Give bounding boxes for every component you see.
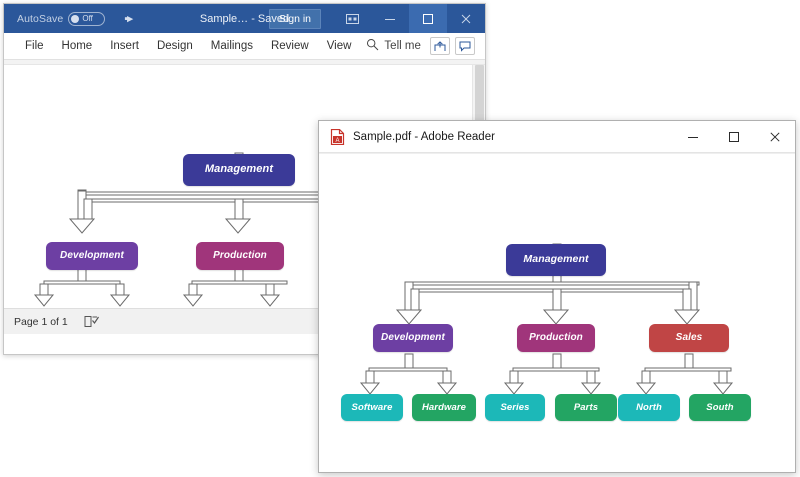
ribbon-tab-review[interactable]: Review (270, 40, 309, 52)
pdf-title-bar[interactable]: A Sample.pdf - Adobe Reader (319, 121, 795, 153)
chart-node-hardware[interactable]: Hardware (412, 394, 476, 421)
chart-node-development[interactable]: Development (46, 242, 138, 270)
autosave-state-label: Off (82, 14, 93, 23)
ribbon-tab-insert[interactable]: Insert (110, 40, 139, 52)
pdf-window-buttons (672, 121, 795, 153)
close-icon[interactable] (447, 4, 485, 33)
ribbon-tab-design[interactable]: Design (156, 40, 193, 52)
word-title-bar[interactable]: AutoSave Off ▪▸ Sample… - Saved Sign in (4, 4, 485, 33)
tell-me-label: Tell me (384, 40, 421, 52)
autosave-toggle-knob (71, 14, 80, 23)
autosave-control[interactable]: AutoSave Off (17, 11, 106, 26)
pdf-window-title: Sample.pdf - Adobe Reader (353, 130, 495, 143)
word-page: Management Development Production Sales … (4, 65, 485, 308)
pdf-org-chart (359, 243, 734, 395)
more-commands-icon[interactable]: ▪▸ (124, 13, 132, 25)
adobe-pdf-icon: A (330, 128, 345, 145)
comments-icon[interactable] (455, 37, 475, 55)
chart-node-sales[interactable]: Sales (649, 324, 729, 352)
chart-node-production[interactable]: Production (517, 324, 595, 352)
chart-node-series[interactable]: Series (485, 394, 545, 421)
word-titlebar-right: Sign in (268, 4, 485, 33)
maximize-icon[interactable] (713, 121, 754, 153)
ribbon-right-buttons (430, 37, 485, 55)
chart-node-software[interactable]: Software (341, 394, 403, 421)
chart-node-south[interactable]: South (689, 394, 751, 421)
search-icon (366, 38, 379, 54)
ribbon-tab-view[interactable]: View (326, 40, 352, 52)
ribbon-display-options-icon[interactable] (333, 4, 371, 33)
chart-node-north[interactable]: North (618, 394, 680, 421)
chart-node-management[interactable]: Management (183, 154, 295, 186)
autosave-toggle[interactable]: Off (68, 11, 106, 26)
close-icon[interactable] (754, 121, 795, 153)
chart-node-production[interactable]: Production (196, 242, 284, 270)
word-ribbon-tabs[interactable]: File Home Insert Design Mailings Review … (4, 33, 485, 60)
proofing-errors-icon[interactable] (84, 315, 100, 328)
tell-me-search[interactable]: Tell me (366, 38, 421, 54)
page-indicator[interactable]: Page 1 of 1 (14, 315, 68, 328)
ribbon-tab-home[interactable]: Home (61, 40, 93, 52)
ribbon-tab-mailings[interactable]: Mailings (210, 40, 253, 52)
pdf-page-canvas[interactable]: Management Development Production Sales … (319, 153, 795, 472)
chart-node-development[interactable]: Development (373, 324, 453, 352)
minimize-icon[interactable] (672, 121, 713, 153)
minimize-icon[interactable] (371, 4, 409, 33)
share-icon[interactable] (430, 37, 450, 55)
chart-node-management[interactable]: Management (506, 244, 606, 276)
svg-text:A: A (335, 137, 339, 143)
ribbon-tab-file[interactable]: File (25, 40, 44, 52)
word-ruler-area (4, 60, 485, 65)
maximize-icon[interactable] (409, 4, 447, 33)
adobe-reader-window[interactable]: A Sample.pdf - Adobe Reader (318, 120, 796, 473)
sign-in-button[interactable]: Sign in (268, 8, 321, 29)
autosave-label: AutoSave (17, 12, 64, 25)
chart-node-parts[interactable]: Parts (555, 394, 617, 421)
